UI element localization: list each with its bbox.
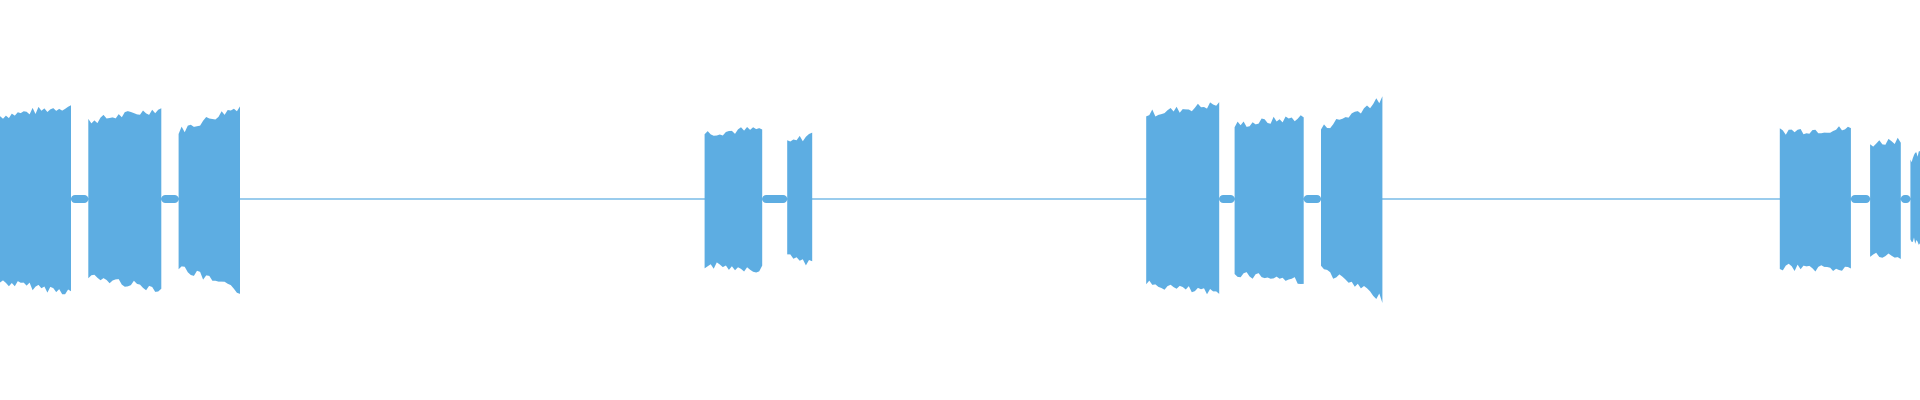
waveform-burst-1 (0, 105, 71, 295)
waveform-bursts (0, 96, 1920, 303)
waveform-gap-link (71, 195, 89, 203)
waveform-burst-9 (1779, 126, 1851, 272)
waveform-gap-link (762, 195, 788, 203)
waveform-gap-link (1900, 195, 1911, 203)
waveform-gap-link (1219, 195, 1235, 203)
waveform-burst-3 (178, 106, 240, 294)
waveform-gap-link (1850, 195, 1871, 203)
waveform-burst-7 (1234, 115, 1304, 284)
waveform-burst-5 (787, 132, 813, 266)
waveform-burst-2 (88, 108, 162, 292)
waveform-burst-4 (704, 127, 763, 273)
waveform-burst-10 (1870, 137, 1901, 259)
waveform-gap-link (1303, 195, 1321, 203)
waveform-burst-11 (1910, 151, 1920, 245)
waveform-gap-link (161, 195, 179, 203)
waveform-burst-6 (1146, 102, 1220, 295)
waveform-burst-8 (1321, 96, 1383, 303)
